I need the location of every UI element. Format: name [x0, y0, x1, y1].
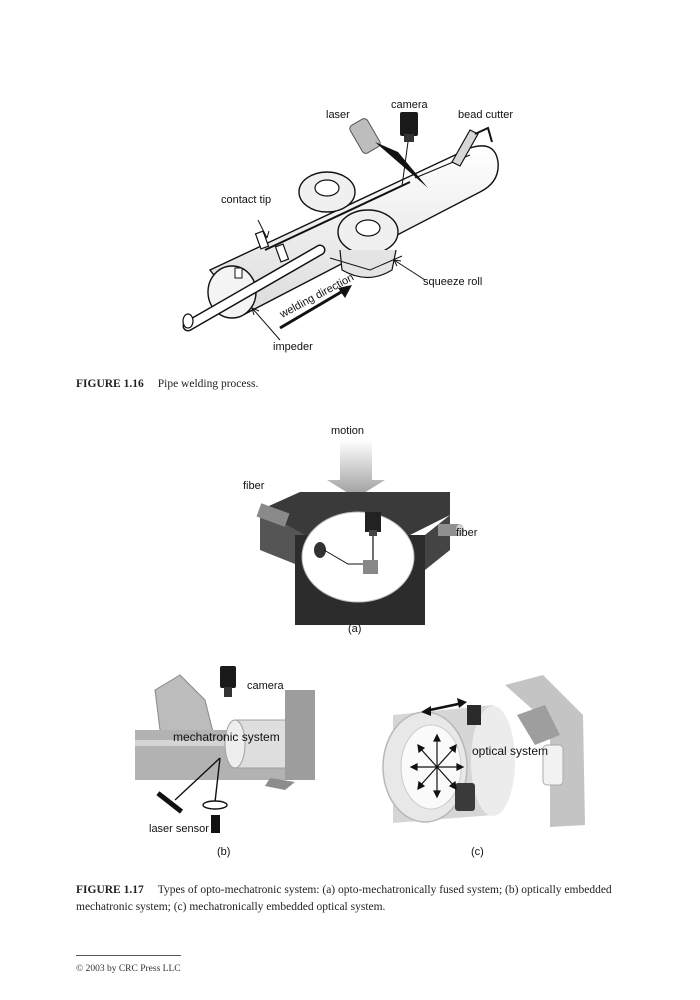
laser-mirror: [156, 791, 184, 814]
figure-1-17c-illustration: [382, 675, 585, 827]
caption-text: Types of opto-mechatronic system: (a) op…: [76, 884, 612, 913]
sublabel-a: (a): [348, 623, 362, 635]
radial-arrows: [409, 733, 465, 799]
contact-tip-2: [274, 243, 290, 263]
camera-device: [400, 112, 418, 136]
inner-zoom-circle: [301, 511, 415, 603]
label-laser-sensor: laser sensor: [149, 823, 209, 835]
caption-number: FIGURE 1.17: [76, 884, 144, 896]
label-bead-cutter: bead cutter: [458, 109, 514, 121]
contact-tip-1: [254, 230, 270, 250]
label-contact-tip: contact tip: [221, 194, 272, 206]
bead-cutter: [451, 129, 479, 167]
label-mechatronic-system: mechatronic system: [173, 730, 280, 744]
sublabel-c: (c): [471, 846, 484, 858]
label-camera: camera: [391, 99, 428, 111]
figure-1-16-illustration: [182, 112, 499, 341]
fiber-left: [256, 503, 290, 527]
caption-text: Pipe welding process.: [157, 378, 259, 390]
camera-b: [220, 666, 236, 688]
label-fiber-left: fiber: [243, 480, 265, 492]
label-camera-b: camera: [247, 680, 284, 692]
sublabel-b: (b): [217, 846, 231, 858]
figure-1-17a-illustration: [256, 440, 464, 625]
label-motion: motion: [331, 425, 365, 437]
figure-1-16-caption: FIGURE 1.16 Pipe welding process.: [76, 376, 258, 393]
fiber-right: [438, 524, 460, 536]
footer-rule: [76, 955, 181, 956]
laser-sensor: [211, 815, 220, 833]
laser-device: [349, 118, 381, 154]
laser-lens: [202, 800, 228, 810]
laser-beam: [375, 142, 428, 188]
motion-double-arrow: [424, 701, 464, 713]
label-impeder: impeder: [273, 341, 313, 353]
caption-number: FIGURE 1.16: [76, 378, 144, 390]
label-optical-system: optical system: [472, 744, 549, 758]
label-laser: laser: [326, 109, 350, 121]
label-squeeze-roll: squeeze roll: [423, 276, 483, 288]
label-fiber-right: fiber: [456, 527, 478, 539]
figure-1-17b-illustration: [135, 666, 315, 833]
camera-c: [467, 705, 481, 725]
motion-arrow: [327, 440, 385, 498]
copyright-footer: © 2003 by CRC Press LLC: [76, 964, 181, 974]
